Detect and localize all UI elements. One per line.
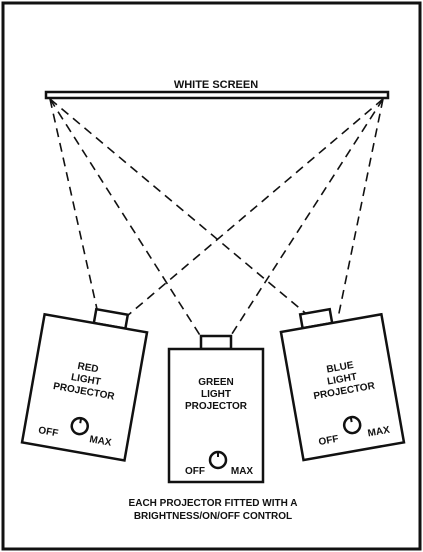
caption-line-1: EACH PROJECTOR FITTED WITH A: [129, 498, 298, 509]
red-light-projector: RED LIGHT PROJECTOR OFF MAX: [20, 307, 149, 462]
blue-beam-left: [49, 98, 317, 323]
white-screen: [44, 90, 390, 100]
green-control-off-label: OFF: [185, 466, 205, 477]
red-projector-body: [20, 312, 149, 462]
blue-control-max-label: MAX: [367, 425, 391, 440]
red-control-knob-icon[interactable]: [70, 416, 89, 436]
green-control-max-label: MAX: [231, 466, 254, 477]
screen-label: WHITE SCREEN: [174, 79, 258, 91]
blue-projector-label-1: BLUE: [326, 360, 355, 376]
blue-projector-label-2: LIGHT: [326, 372, 357, 388]
blue-beam-right: [337, 98, 384, 319]
blue-control-knob-icon[interactable]: [342, 415, 362, 435]
blue-light-projector: BLUE LIGHT PROJECTOR OFF MAX: [279, 307, 406, 462]
green-beam-right: [227, 98, 384, 341]
green-beam-left: [49, 98, 204, 341]
light-beams: [49, 98, 384, 341]
green-projector-label-3: PROJECTOR: [185, 401, 248, 412]
red-beam-left: [49, 98, 100, 319]
red-control-off-label: OFF: [37, 425, 59, 439]
red-projector-label-1: RED: [77, 361, 100, 376]
green-projector-body: [167, 347, 265, 484]
blue-projector-body: [279, 312, 406, 462]
blue-control-pointer-icon: [349, 417, 353, 423]
green-projector-label-2: LIGHT: [201, 389, 231, 400]
red-brightness-control[interactable]: OFF MAX: [37, 411, 115, 449]
green-light-projector: GREEN LIGHT PROJECTOR OFF MAX: [167, 334, 265, 484]
green-brightness-control[interactable]: OFF MAX: [185, 450, 254, 477]
red-control-max-label: MAX: [88, 434, 112, 449]
red-projector-label-2: LIGHT: [70, 372, 101, 388]
green-projector-lens: [199, 334, 233, 351]
blue-control-off-label: OFF: [318, 434, 340, 448]
red-beam-right: [119, 98, 384, 323]
red-control-pointer-icon: [79, 418, 83, 424]
green-projector-label-1: GREEN: [198, 377, 234, 388]
caption-line-2: BRIGHTNESS/ON/OFF CONTROL: [134, 511, 292, 522]
blue-brightness-control[interactable]: OFF MAX: [315, 411, 391, 448]
